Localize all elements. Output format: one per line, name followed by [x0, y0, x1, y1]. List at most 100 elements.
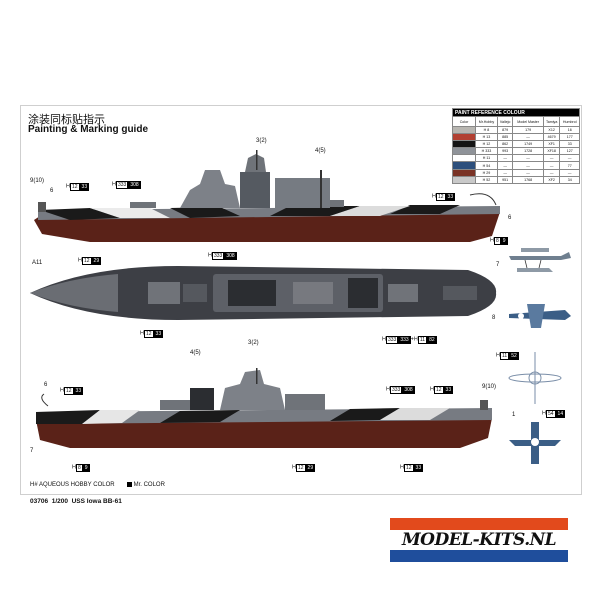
kit-footer: 03706 1/200 USS Iowa BB-61: [30, 498, 122, 505]
column-header: Color: [452, 116, 476, 127]
paint-equivalent: 993: [496, 147, 514, 156]
callout-7: 7: [496, 262, 500, 268]
paint-row: H 11————: [452, 154, 580, 163]
paint-equivalent: —: [512, 133, 544, 142]
model-kits-logo[interactable]: MODEL-KITS.NL: [390, 518, 568, 562]
callout-9-10-top: 9(10): [30, 178, 45, 184]
callout-6-top-left: 6: [50, 188, 54, 194]
callout-4-5-top: 4(5): [315, 148, 326, 154]
paint-swatch: [452, 161, 476, 170]
paint-code: H 8: [475, 125, 498, 135]
callout-4-5-bottom: 4(5): [190, 350, 201, 356]
paint-swatch: [452, 175, 476, 184]
callout-9-10-bottom: 9(10): [482, 384, 497, 390]
callout-6-bottom: 6: [44, 382, 48, 388]
ship-side-profile-top: [34, 150, 500, 242]
paint-reference-table: PAINT REFERENCE COLOUR Color Mr.Hobby Va…: [452, 108, 580, 184]
paint-equivalent: —: [496, 161, 514, 170]
callout-8: 8: [492, 315, 496, 321]
paint-reference-title: PAINT REFERENCE COLOUR: [452, 108, 580, 117]
paint-equivalent: 4679: [542, 133, 561, 142]
paint-equivalent: 879: [496, 125, 514, 135]
paint-equivalent: X12: [542, 125, 561, 135]
color-legend: H# AQUEOUS HOBBY COLOR Mr. COLOR: [30, 482, 165, 488]
paint-equivalent: 1749: [512, 140, 544, 149]
paint-reference-header-row: Color Mr.Hobby Vallejo Model Master Tami…: [452, 116, 580, 127]
paint-equivalent: 885: [496, 133, 514, 142]
column-header: Humbrol: [559, 116, 580, 127]
paint-equivalent: —: [496, 168, 514, 177]
column-header: Tamiya: [542, 116, 561, 127]
legend-mr-color: Mr. COLOR: [133, 482, 165, 489]
paint-equivalent: —: [542, 168, 561, 177]
paint-swatch: [452, 154, 476, 163]
guide-title-chinese: 涂装同标贴指示: [28, 113, 105, 126]
seaplane-front-white-icon: [508, 352, 562, 404]
paint-equivalent: 33: [559, 140, 580, 149]
paint-equivalent: 127: [559, 147, 580, 156]
paint-swatch: [452, 125, 476, 135]
paint-equivalent: 1728: [512, 147, 544, 156]
paint-swatch: [452, 147, 476, 156]
column-header: Vallejo: [496, 116, 514, 127]
callout-7-bottom: 7: [30, 448, 34, 454]
paint-swatch: [452, 168, 476, 177]
paint-equivalent: —: [512, 161, 544, 170]
paint-equivalent: 177: [559, 133, 580, 142]
column-header: Mr.Hobby: [475, 116, 498, 127]
paint-equivalent: XF18: [542, 147, 561, 156]
paint-equivalent: —: [542, 154, 561, 163]
kit-scale: 1/200: [51, 498, 68, 505]
paint-equivalent: 34: [559, 175, 580, 184]
guide-title-english: Painting & Marking guide: [28, 124, 149, 135]
paint-equivalent: 1768: [512, 175, 544, 184]
callout-3-2-top: 3(2): [256, 138, 267, 144]
logo-red-band: [390, 518, 568, 530]
kit-name: USS Iowa BB-61: [71, 498, 122, 505]
paint-equivalent: 16: [559, 125, 580, 135]
paint-equivalent: —: [542, 161, 561, 170]
seaplane-side-icon: [509, 248, 571, 272]
paint-equivalent: XF1: [542, 140, 561, 149]
ship-side-profile-bottom: [36, 368, 492, 448]
kit-code: 03706: [30, 498, 49, 505]
seaplane-front-blue-icon: [509, 422, 561, 464]
ship-top-view: [30, 266, 497, 320]
paint-equivalent: 862: [496, 140, 514, 149]
paint-swatch: [452, 140, 476, 149]
paint-equivalent: XF2: [542, 175, 561, 184]
paint-equivalent: —: [496, 154, 514, 163]
paint-equivalent: —: [512, 154, 544, 163]
paint-equivalent: —: [559, 168, 580, 177]
paint-code: H 12: [475, 140, 498, 149]
logo-text: MODEL-KITS.NL: [401, 530, 557, 550]
legend-mr-color-swatch: [126, 482, 132, 487]
callout-a11: A11: [32, 260, 43, 266]
column-header: Model Master: [512, 116, 544, 127]
paint-row: H 29————: [452, 168, 580, 177]
paint-equivalent: —: [559, 154, 580, 163]
paint-equivalent: 179: [512, 125, 544, 135]
logo-blue-band: [390, 550, 568, 562]
seaplane-top-icon: [509, 304, 571, 328]
legend-aqueous: H# AQUEOUS HOBBY COLOR: [30, 482, 115, 489]
paint-row: H 54———77: [452, 161, 580, 170]
